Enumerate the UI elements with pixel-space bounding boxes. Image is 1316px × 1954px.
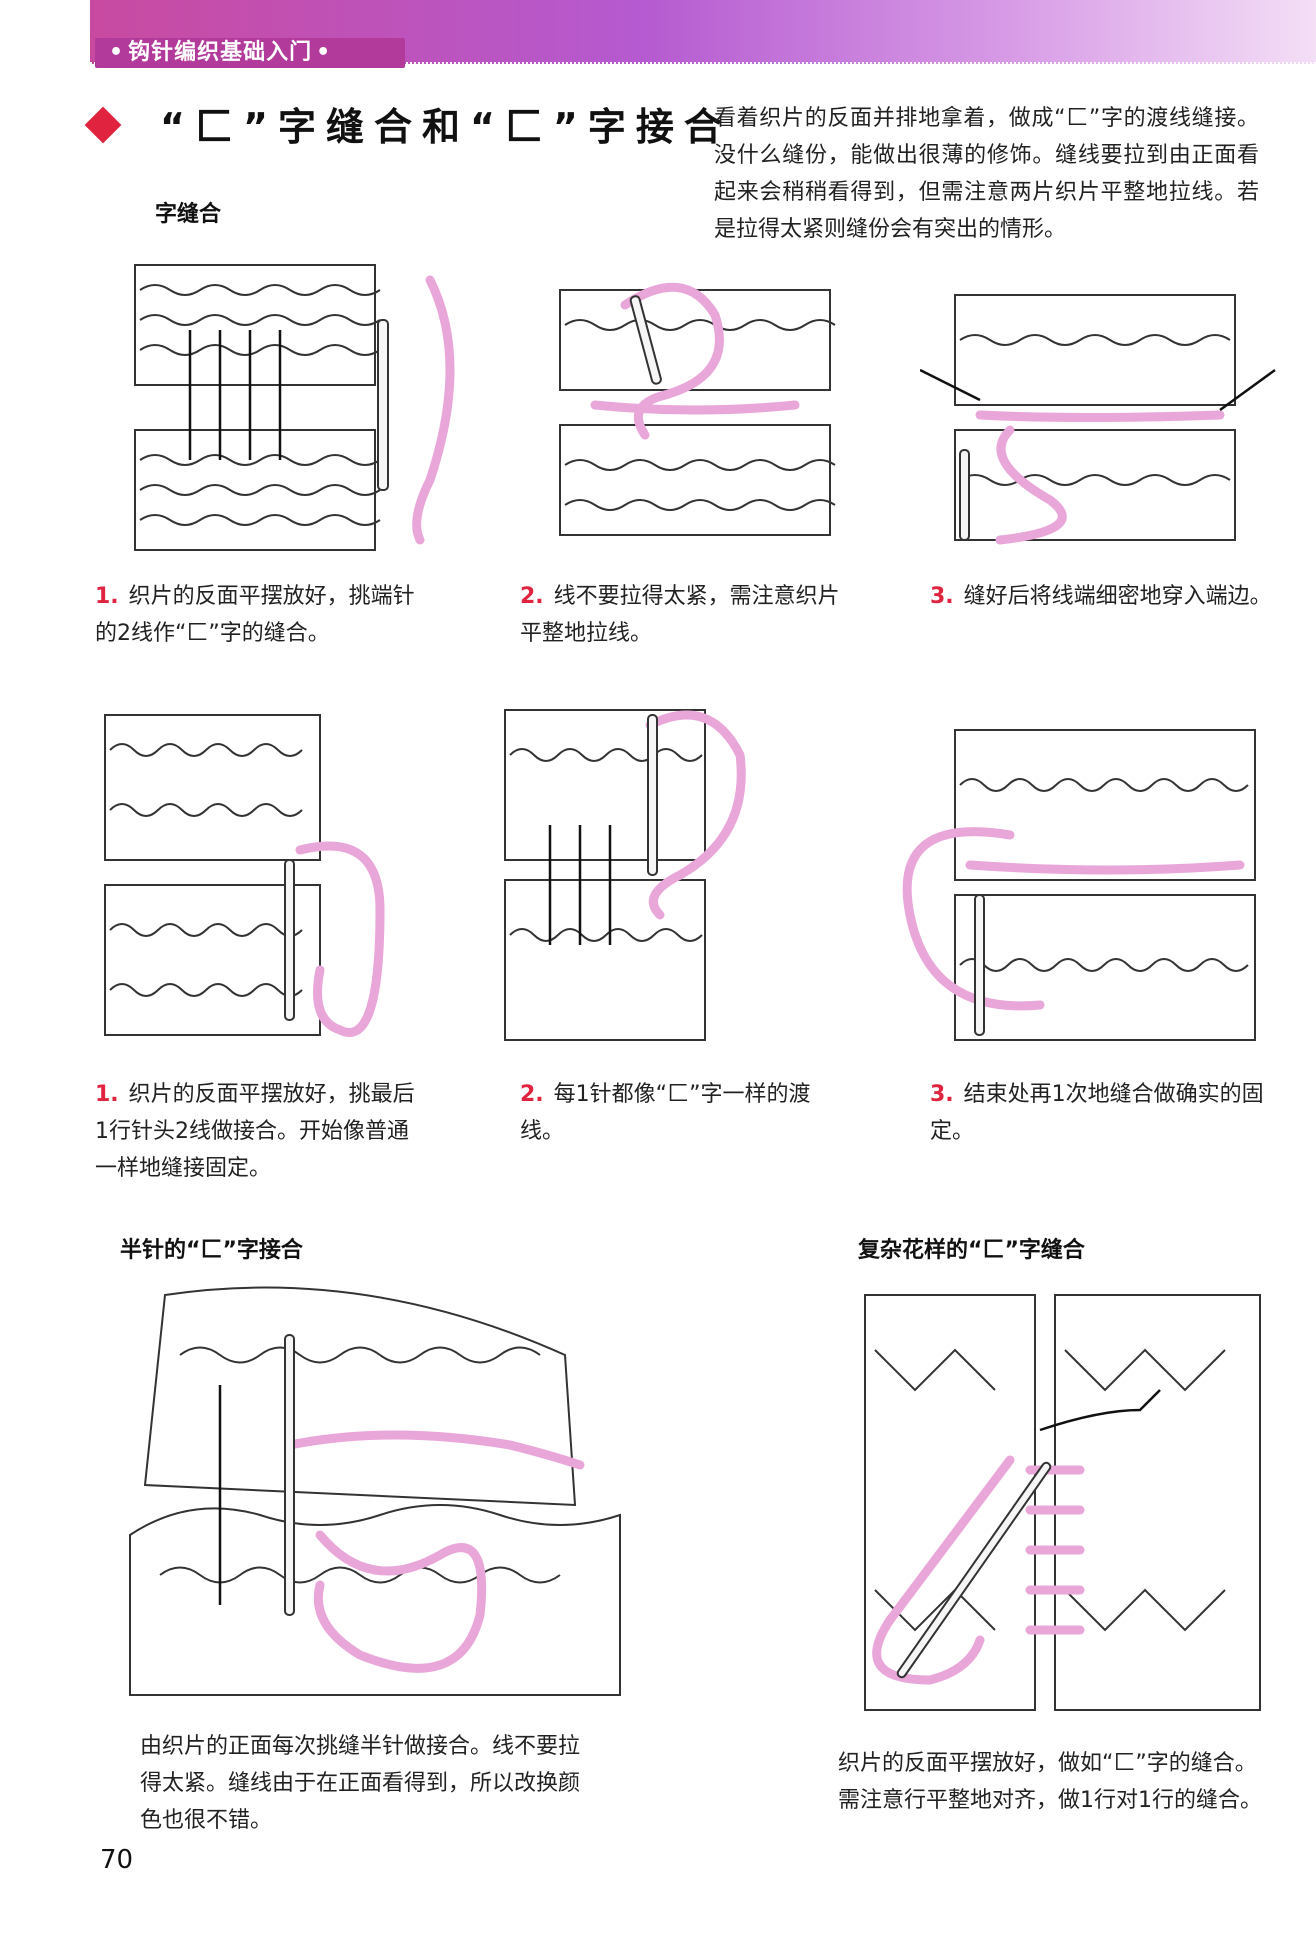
step-number: 1.	[95, 584, 119, 609]
yarn-seam	[1025, 1465, 1085, 1635]
needle-icon	[974, 894, 985, 1036]
step-number: 1.	[95, 1082, 119, 1107]
knit-panel-top	[104, 714, 321, 861]
step-number: 2.	[520, 1082, 544, 1107]
needle-icon	[959, 449, 970, 541]
page-number: 70	[100, 1845, 134, 1875]
knit-panel-left	[864, 1294, 1036, 1711]
yarn-strand	[412, 275, 455, 545]
step-caption: 2.线不要拉得太紧，需注意织片平整地拉线。	[520, 578, 850, 652]
figure-1-1	[134, 264, 455, 551]
figure-2-2	[504, 709, 746, 1041]
yarn-strand	[295, 841, 385, 1037]
complex-pattern-caption: 织片的反面平摆放好，做如“匚”字的缝合。需注意行平整地对齐，做1行对1行的缝合。	[838, 1751, 1262, 1813]
yarn-seam	[285, 1430, 585, 1470]
step-text: 缝好后将线端细密地穿入端边。	[963, 584, 1272, 609]
section1-heading: 字缝合	[155, 202, 222, 227]
page-title: “匚”字缝合和“匚”字接合	[160, 105, 732, 149]
yarn-strand	[645, 710, 746, 920]
complex-pattern-heading: 复杂花样的“匚”字缝合	[858, 1238, 1085, 1263]
bullet-dot-icon: •	[316, 40, 332, 65]
figure-1-3	[920, 294, 1276, 545]
knit-panel-top	[954, 294, 1236, 406]
needle-icon	[284, 859, 295, 1021]
knit-panel-top	[559, 289, 831, 391]
step-text: 线不要拉得太紧，需注意织片平整地拉线。	[520, 584, 840, 646]
diamond-bullet-icon	[84, 106, 122, 144]
half-stitch-heading: 半针的“匚”字接合	[120, 1238, 303, 1263]
needle-icon	[629, 295, 662, 385]
yarn-strand	[313, 1530, 487, 1673]
knit-panel-top	[134, 264, 381, 386]
section-label: •钩针编织基础入门•	[95, 38, 405, 68]
step-text: 结束处再1次地缝合做确实的固定。	[930, 1082, 1264, 1144]
needle-icon	[284, 1334, 295, 1616]
knit-panel-bottom	[134, 429, 381, 551]
needle-icon	[896, 1461, 1052, 1679]
half-stitch-caption: 由织片的正面每次挑缝半针做接合。线不要拉得太紧。缝线由于在正面看得到，所以改换颜…	[140, 1734, 581, 1833]
knit-panel-bottom	[504, 879, 706, 1041]
knit-panel-bottom	[559, 424, 831, 536]
figure-half-stitch	[129, 1286, 621, 1696]
step-text: 织片的反面平摆放好，挑端针的2线作“匚”字的缝合。	[95, 584, 415, 646]
seam-arrows	[188, 330, 282, 460]
step-caption: 1.织片的反面平摆放好，挑最后1行针头2线做接合。开始像普通一样地缝接固定。	[95, 1076, 425, 1187]
step-caption: 3.结束处再1次地缝合做确实的固定。	[930, 1076, 1290, 1150]
yarn-seam	[590, 400, 800, 415]
needle-icon	[647, 714, 658, 876]
step-number: 3.	[930, 584, 954, 609]
knit-panel-top	[954, 729, 1256, 881]
figure-1-2	[559, 282, 836, 536]
step-caption: 1.织片的反面平摆放好，挑端针的2线作“匚”字的缝合。	[95, 578, 425, 652]
step-number: 2.	[520, 584, 544, 609]
knit-panel-right	[1054, 1294, 1261, 1711]
step-text: 每1针都像“匚”字一样的渡线。	[520, 1082, 811, 1144]
yarn-seam	[975, 410, 1225, 422]
knit-panel-top	[504, 709, 706, 861]
step-caption: 3. 缝好后将线端细密地穿入端边。	[930, 578, 1290, 615]
knit-panel-bottom	[954, 894, 1256, 1041]
yarn-strand	[995, 425, 1067, 545]
intro-paragraph: 看着织片的反面并排地拿着，做成“匚”字的渡线缝接。没什么缝份，能做出很薄的修饰。…	[714, 106, 1259, 242]
figure-2-1	[104, 714, 385, 1037]
figure-complex-pattern	[864, 1294, 1261, 1711]
yarn-strand	[872, 1455, 1015, 1685]
yarn-seam	[965, 860, 1245, 875]
needle-icon	[377, 319, 389, 491]
step-number: 3.	[930, 1082, 954, 1107]
section-label-text: 钩针编织基础入门	[128, 40, 313, 65]
figure-2-3	[902, 729, 1256, 1041]
step-caption: 2.每1针都像“匚”字一样的渡线。	[520, 1076, 820, 1150]
step-text: 织片的反面平摆放好，挑最后1行针头2线做接合。开始像普通一样地缝接固定。	[95, 1082, 415, 1181]
bullet-dot-icon: •	[109, 40, 125, 65]
